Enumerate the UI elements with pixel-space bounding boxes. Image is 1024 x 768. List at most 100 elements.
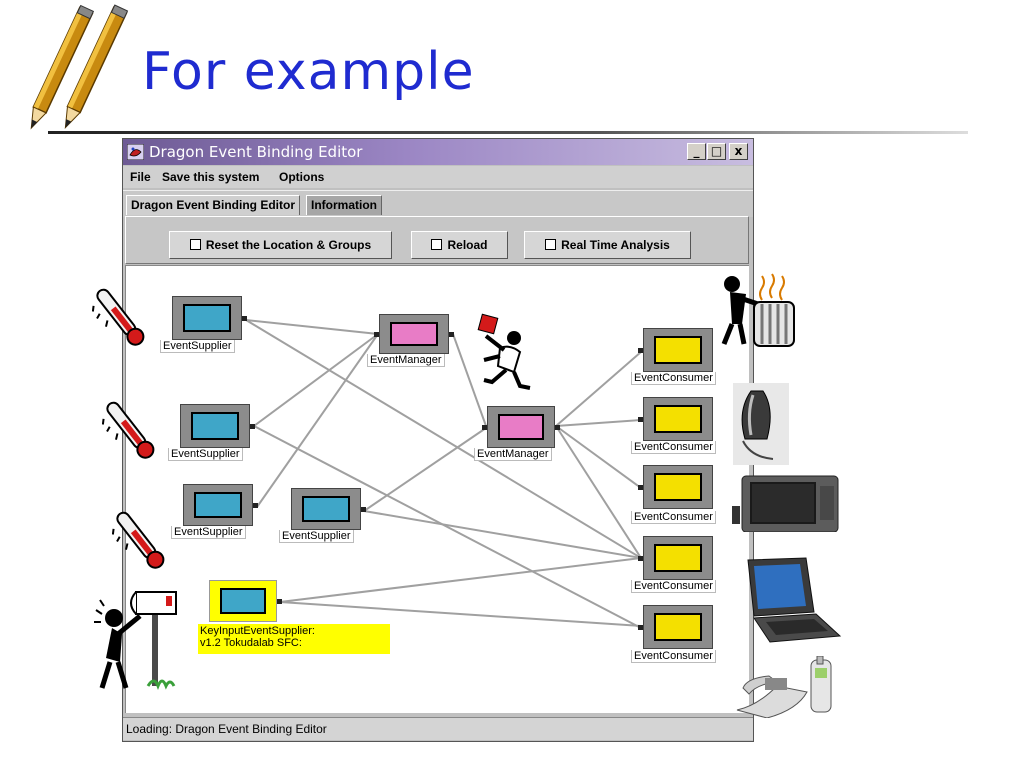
- event-consumer-node[interactable]: [638, 536, 713, 580]
- telephone-icon: [736, 656, 832, 718]
- consumer-icon: [654, 336, 702, 364]
- supplier-label: EventSupplier: [171, 526, 246, 539]
- consumer-icon: [654, 405, 702, 433]
- event-consumer-node[interactable]: [638, 465, 713, 509]
- editor-window: Dragon Event Binding Editor _ □ x File S…: [122, 138, 754, 742]
- event-supplier-node[interactable]: [172, 296, 247, 340]
- reload-button[interactable]: Reload: [411, 231, 508, 259]
- connection-line: [279, 557, 642, 603]
- real-time-analysis-button[interactable]: Real Time Analysis: [524, 231, 691, 259]
- key-input-supplier-node[interactable]: [209, 580, 282, 622]
- output-port[interactable]: [277, 599, 282, 604]
- input-port[interactable]: [638, 556, 643, 561]
- consumer-label: EventConsumer: [631, 441, 716, 454]
- slide-title: For example: [142, 42, 475, 102]
- consumer-label: EventConsumer: [631, 372, 716, 385]
- app-icon: [127, 144, 144, 160]
- output-port[interactable]: [253, 503, 258, 508]
- consumer-label: EventConsumer: [631, 580, 716, 593]
- consumer-icon: [654, 544, 702, 572]
- input-port[interactable]: [638, 485, 643, 490]
- reset-label: Reset the Location & Groups: [205, 238, 372, 252]
- event-supplier-node[interactable]: [291, 488, 366, 530]
- connection-line: [245, 319, 642, 559]
- connection-line: [256, 333, 379, 508]
- supplier-label: EventSupplier: [160, 340, 235, 353]
- event-consumer-node[interactable]: [638, 605, 713, 649]
- output-port[interactable]: [250, 424, 255, 429]
- menu-bar: File Save this system Options: [123, 166, 753, 188]
- manager-icon: [390, 322, 438, 346]
- menu-options[interactable]: Options: [279, 170, 325, 184]
- reload-label: Reload: [447, 238, 488, 252]
- connection-line: [452, 333, 487, 427]
- connection-line: [363, 510, 642, 559]
- pencils-icon: [30, 4, 129, 130]
- menu-save-system[interactable]: Save this system: [162, 170, 260, 184]
- minimize-button[interactable]: _: [687, 143, 706, 160]
- output-port[interactable]: [555, 425, 560, 430]
- thermometer-icon: [92, 288, 145, 346]
- status-bar: Loading: Dragon Event Binding Editor: [123, 717, 753, 740]
- connection-line: [363, 427, 487, 512]
- event-manager-node[interactable]: [374, 314, 454, 354]
- connection-line: [555, 351, 642, 427]
- iron-icon: [733, 383, 789, 465]
- toolbar: Reset the Location & Groups Reload Real …: [125, 216, 749, 264]
- running-person-icon: [477, 313, 531, 390]
- maximize-button[interactable]: □: [707, 143, 726, 160]
- event-manager-node[interactable]: [482, 406, 560, 448]
- tab-dragon-event-binding-editor[interactable]: Dragon Event Binding Editor: [126, 195, 300, 215]
- consumer-icon: [654, 613, 702, 641]
- supplier-icon: [183, 304, 231, 332]
- supplier-icon: [191, 412, 239, 440]
- heater-person-icon: [721, 273, 795, 347]
- reset-location-groups-button[interactable]: Reset the Location & Groups: [169, 231, 392, 259]
- consumer-label: EventConsumer: [631, 511, 716, 524]
- consumer-icon: [654, 473, 702, 501]
- connection-line: [253, 333, 379, 427]
- event-supplier-node[interactable]: [180, 404, 255, 448]
- input-port[interactable]: [374, 332, 379, 337]
- connection-line: [253, 425, 642, 629]
- supplier-icon: [220, 588, 266, 614]
- manager-icon: [498, 414, 544, 440]
- checkbox-icon: [189, 239, 201, 250]
- consumer-label: EventConsumer: [631, 650, 716, 663]
- input-port[interactable]: [638, 417, 643, 422]
- connection-line: [555, 419, 642, 427]
- mailbox-person-icon: [94, 591, 177, 691]
- realtime-label: Real Time Analysis: [561, 238, 670, 252]
- input-port[interactable]: [638, 625, 643, 630]
- checkbox-icon: [545, 239, 557, 250]
- thermometer-icon: [112, 511, 165, 569]
- tab-information[interactable]: Information: [306, 195, 382, 215]
- thermometer-icon: [102, 401, 155, 459]
- television-icon: [732, 475, 839, 532]
- laptop-icon: [747, 557, 842, 643]
- event-consumer-node[interactable]: [638, 397, 713, 441]
- binding-canvas[interactable]: EventSupplier EventSupplier EventSupplie…: [125, 265, 749, 713]
- window-titlebar[interactable]: Dragon Event Binding Editor _ □ x: [123, 139, 753, 165]
- supplier-label: EventSupplier: [279, 530, 354, 543]
- input-port[interactable]: [638, 348, 643, 353]
- output-port[interactable]: [361, 507, 366, 512]
- output-port[interactable]: [449, 332, 454, 337]
- supplier-icon: [194, 492, 242, 518]
- supplier-label: EventSupplier: [168, 448, 243, 461]
- input-port[interactable]: [482, 425, 487, 430]
- event-consumer-node[interactable]: [638, 328, 713, 372]
- tab-strip: Dragon Event Binding Editor Information: [123, 190, 753, 217]
- connection-line: [555, 425, 642, 489]
- status-text: Loading: Dragon Event Binding Editor: [126, 722, 327, 736]
- connection-line: [555, 425, 642, 559]
- output-port[interactable]: [242, 316, 247, 321]
- checkbox-icon: [431, 239, 443, 250]
- close-button[interactable]: x: [729, 143, 748, 160]
- event-supplier-node[interactable]: [183, 484, 258, 526]
- key-input-label: KeyInputEventSupplier: v1.2 Tokudalab SF…: [198, 624, 390, 654]
- window-title: Dragon Event Binding Editor: [149, 143, 363, 161]
- connection-line: [279, 601, 642, 627]
- menu-file[interactable]: File: [130, 170, 151, 184]
- supplier-icon: [302, 496, 350, 522]
